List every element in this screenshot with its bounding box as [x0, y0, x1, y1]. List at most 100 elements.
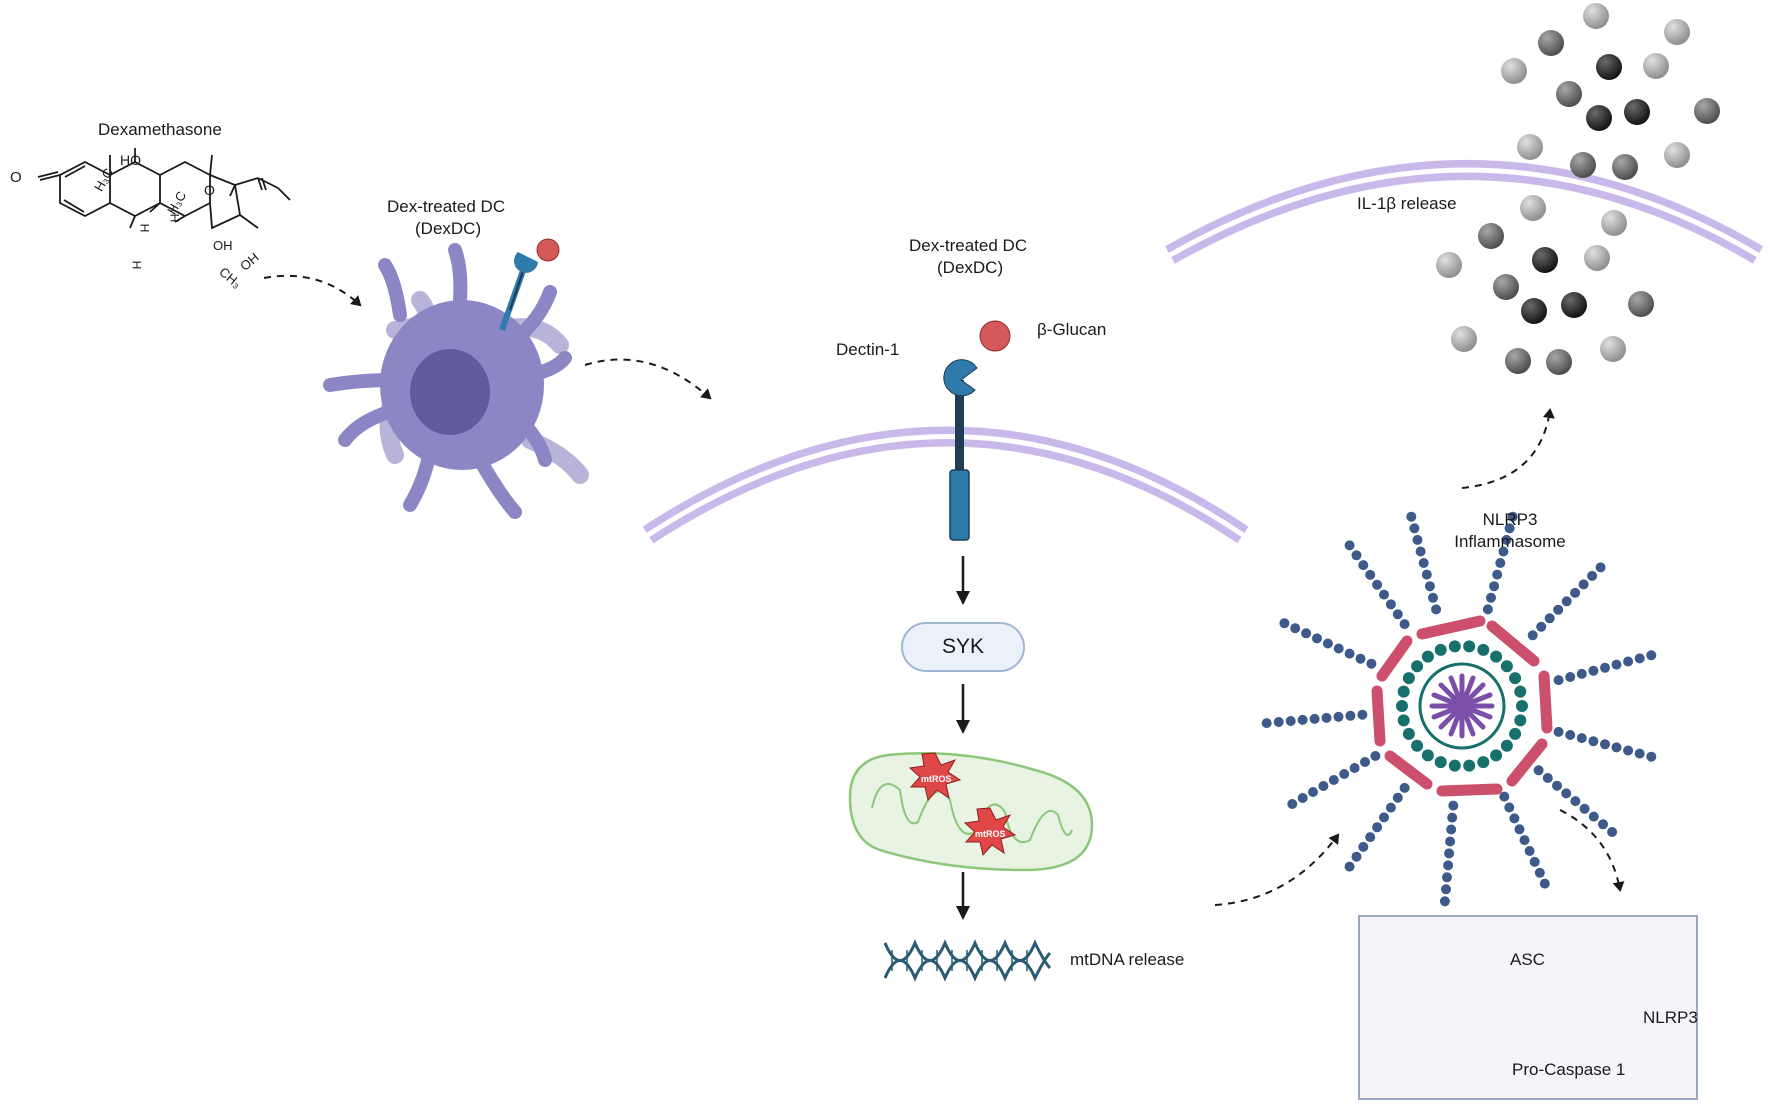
inflammasome-bead: [1504, 802, 1515, 813]
dendritic-cell-icon: [323, 238, 589, 519]
il1b-release-label: IL-1β release: [1357, 194, 1457, 213]
inflammasome-bead: [1527, 630, 1538, 641]
inflammasome-bead: [1539, 878, 1550, 889]
dexdc-cell-label-line2: (DexDC): [415, 219, 482, 238]
inflammasome-bead: [1441, 884, 1451, 895]
beta-glucan-label: β-Glucan: [1037, 320, 1107, 339]
inflammasome-bead: [1424, 581, 1435, 592]
inflammasome-bead: [1607, 827, 1618, 837]
inflammasome-bead: [1297, 714, 1308, 725]
dexdc-receptor-label-line1: Dex-treated DC: [909, 236, 1028, 255]
inflammasome-bead: [1489, 581, 1500, 592]
inflammasome-bead: [1495, 558, 1506, 568]
inflammasome-bead: [1428, 592, 1438, 603]
atom-h-1: H: [137, 223, 152, 233]
asc-ring-bead: [1490, 650, 1503, 663]
inflammasome-bead: [1365, 569, 1376, 580]
inflammasome-bead: [1509, 813, 1520, 824]
asc-ring-bead: [1448, 759, 1461, 772]
inflammasome-bead: [1392, 792, 1403, 803]
asc-ring-bead: [1434, 756, 1447, 769]
inflammasome-bead: [1355, 653, 1366, 664]
inflammasome-bead: [1444, 848, 1455, 859]
inflammasome-bead: [1600, 662, 1610, 673]
inflammasome-bead: [1623, 745, 1634, 756]
inflammasome-bead: [1261, 718, 1272, 729]
asc-ring-bead: [1514, 714, 1527, 727]
mtdna-release-label: mtDNA release: [1070, 950, 1185, 969]
asc-ring-bead: [1434, 643, 1447, 656]
asc-ring-bead: [1477, 643, 1490, 656]
inflammasome-bead: [1365, 832, 1376, 843]
inflammasome-bead: [1312, 633, 1322, 644]
inflammasome-bead: [1565, 672, 1576, 682]
inflammasome-bead: [1544, 613, 1555, 624]
asc-ring-bead: [1397, 714, 1410, 727]
inflammasome-bead: [1587, 570, 1598, 581]
inflammasome-bead: [1328, 775, 1339, 785]
inflammasome-bead: [1399, 782, 1410, 793]
nlrp3-label-line1: NLRP3: [1482, 510, 1538, 529]
inflammasome-bead: [1447, 812, 1458, 823]
inflammasome-bead: [1634, 653, 1645, 664]
inflammasome-bead: [1646, 650, 1657, 661]
inflammasome-bead: [1431, 604, 1442, 615]
dna-helix-icon: [883, 939, 1052, 982]
inflammasome-bead: [1578, 579, 1589, 590]
inflammasome-bead: [1598, 819, 1608, 830]
asc-ring-bead: [1421, 650, 1434, 663]
inflammasome-bead: [1492, 569, 1503, 580]
inflammasome-bead: [1418, 558, 1429, 568]
inflammasome-bead: [1446, 824, 1457, 835]
inflammasome-bead: [1501, 534, 1512, 545]
inflammasome-bead: [1287, 799, 1298, 809]
inflammasome-bead: [1379, 812, 1389, 823]
asc-ring-bead: [1516, 700, 1528, 712]
atom-oh-1: OH: [213, 238, 233, 253]
atom-h-2: H: [167, 213, 182, 223]
asc-ring-bead: [1402, 727, 1415, 740]
dectin1-receptor-icon: [943, 320, 1011, 541]
inflammasome-bead: [1646, 751, 1657, 762]
inflammasome-bead: [1634, 748, 1645, 759]
inflammasome-bead: [1333, 711, 1344, 722]
inflammasome-bead: [1333, 643, 1344, 654]
inflammasome-bead: [1445, 836, 1456, 847]
asc-ring-bead: [1448, 640, 1461, 653]
inflammasome-bead: [1588, 811, 1599, 822]
inflammasome-bead: [1409, 523, 1420, 534]
inflammasome-bead: [1285, 716, 1296, 726]
inflammasome-bead: [1385, 802, 1396, 813]
inflammasome-bead: [1399, 619, 1410, 630]
legend-label-nlrp3: NLRP3: [1643, 1008, 1698, 1027]
inflammasome-bead: [1339, 769, 1350, 779]
dexamethasone-label: Dexamethasone: [98, 120, 222, 139]
inflammasome-bead: [1576, 733, 1587, 744]
inflammasome-bead: [1611, 659, 1622, 670]
inflammasome-bead: [1514, 824, 1525, 835]
inflammasome-bead: [1553, 726, 1564, 737]
il1b-particles-icon: [1436, 3, 1720, 375]
mitochondrion-icon: [848, 752, 1094, 872]
inflammasome-bead: [1504, 523, 1515, 534]
inflammasome-bead: [1534, 867, 1545, 878]
asc-ring-bead: [1500, 660, 1513, 673]
asc-ring-bead: [1509, 672, 1522, 685]
mtros-label-2: mtROS: [975, 829, 1006, 839]
asc-ring-bead: [1411, 739, 1424, 752]
asc-ring-bead: [1402, 672, 1415, 685]
inflammasome-icon: [1261, 511, 1657, 907]
nlrp3-label-line2: Inflammasome: [1454, 532, 1566, 551]
inflammasome-bead: [1579, 803, 1590, 814]
inflammasome-bead: [1349, 763, 1360, 773]
dexamethasone-structure-icon: [37, 148, 291, 230]
inflammasome-bead: [1358, 560, 1369, 571]
inflammasome-bead: [1576, 668, 1587, 679]
inflammasome-bead: [1351, 550, 1362, 561]
inflammasome-bead: [1448, 800, 1459, 811]
inflammasome-bead: [1482, 604, 1493, 615]
inflammasome-bead: [1345, 710, 1356, 721]
inflammasome-bead: [1415, 546, 1426, 557]
inflammasome-bead: [1297, 793, 1308, 803]
